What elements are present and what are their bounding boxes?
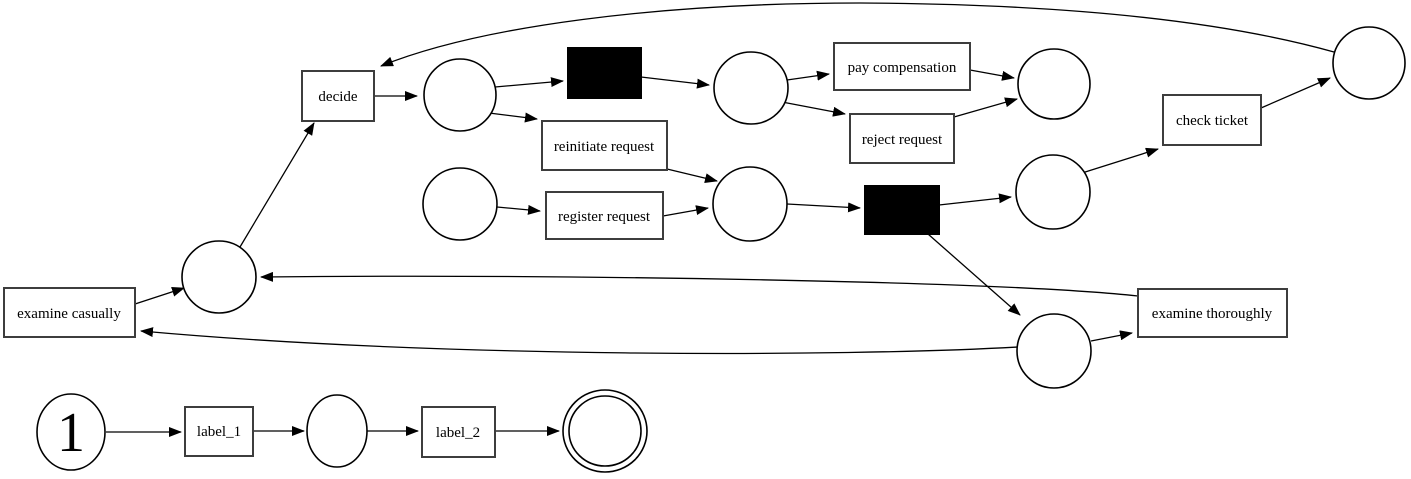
- initial-token-count: 1: [57, 402, 85, 464]
- transition-check-ticket-label: check ticket: [1176, 113, 1249, 129]
- edge-reject-request-to-place: [953, 97, 1018, 118]
- transition-register-request: register request: [545, 191, 664, 240]
- silent-transition-tau2: [864, 185, 940, 235]
- place-after-decide: [423, 58, 497, 132]
- transition-reinitiate-request-label: reinitiate request: [554, 139, 655, 155]
- transition-label-2: label_2: [421, 406, 496, 458]
- transition-reject-request: reject request: [849, 113, 955, 164]
- place-before-tau2: [712, 166, 788, 242]
- transition-check-ticket: check ticket: [1162, 94, 1262, 146]
- transition-examine-casually-label: examine casually: [17, 306, 121, 322]
- silent-transition-tau1: [567, 47, 642, 99]
- edge-place-to-register-request: [496, 204, 541, 215]
- transition-label-1-label: label_1: [197, 424, 241, 440]
- edge-pay-compensation-to-place: [969, 69, 1015, 81]
- place-mid: [306, 394, 368, 468]
- edge-tau2-to-place-check: [938, 193, 1012, 206]
- place-start-register: [422, 167, 498, 241]
- edge-reinitiate-to-place: [666, 168, 718, 184]
- transition-label-1: label_1: [184, 406, 254, 457]
- edge-tau1-to-place-before-pay-reject: [640, 76, 710, 89]
- edge-place-to-reject-request: [781, 101, 846, 117]
- transition-pay-compensation: pay compensation: [833, 42, 971, 91]
- edge-place-before-decide-to-decide: [239, 122, 315, 248]
- edge-examine-thoroughly-to-place: [260, 271, 1139, 297]
- place-end-inner-ring: [568, 395, 642, 467]
- place-after-check-ticket: [1332, 26, 1406, 100]
- place-before-pay-reject: [713, 51, 789, 125]
- edge-place-to-tau2: [786, 202, 861, 213]
- transition-label-2-label: label_2: [436, 425, 480, 441]
- place-source: 1: [36, 393, 106, 471]
- transition-decide: decide: [301, 70, 375, 122]
- transition-reject-request-label: reject request: [862, 132, 943, 148]
- transition-register-request-label: register request: [558, 209, 651, 225]
- transition-examine-casually: examine casually: [3, 287, 136, 338]
- edge-check-ticket-to-place: [1260, 77, 1331, 109]
- place-before-decide: [181, 240, 257, 314]
- transition-examine-thoroughly: examine thoroughly: [1137, 288, 1288, 338]
- place-end: [562, 389, 648, 473]
- edge-place-after-decide-to-reinitiate: [488, 112, 538, 123]
- edge-examine-casually-to-place: [134, 286, 185, 305]
- edge-place-after-decide-to-tau1: [494, 77, 564, 88]
- edge-place-to-examine-thoroughly: [1090, 330, 1133, 342]
- edge-tau2-to-place-examine: [927, 233, 1021, 316]
- transition-examine-thoroughly-label: examine thoroughly: [1152, 306, 1273, 322]
- edge-register-request-to-place: [662, 205, 709, 217]
- transition-reinitiate-request: reinitiate request: [541, 120, 668, 171]
- edge-place-after-check-ticket-to-decide: [380, 2, 1335, 67]
- place-after-pay-reject: [1017, 48, 1091, 120]
- place-before-examine: [1016, 313, 1092, 389]
- place-before-check-ticket: [1015, 154, 1091, 230]
- transition-decide-label: decide: [318, 89, 357, 105]
- transition-pay-compensation-label: pay compensation: [848, 60, 957, 76]
- edge-place-to-check-ticket: [1081, 147, 1159, 174]
- edge-place-to-pay-compensation: [786, 70, 830, 81]
- edge-place-to-examine-casually: [140, 327, 1019, 355]
